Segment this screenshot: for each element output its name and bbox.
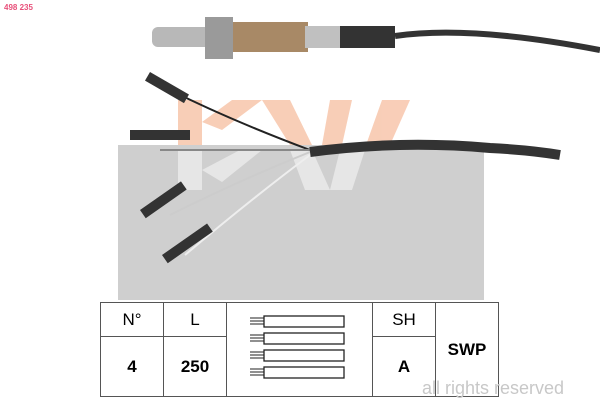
part-number: 498 235 — [4, 3, 33, 12]
value-sensor-heater: A — [372, 336, 436, 397]
header-wires: N° — [100, 302, 164, 337]
wires — [130, 72, 561, 264]
header-sensor-heater: SH — [372, 302, 436, 337]
product-image — [118, 17, 600, 300]
spec-table: N° L SH SWP 4 250 A — [100, 302, 499, 397]
value-type: SWP — [435, 302, 499, 397]
kw-logo — [178, 100, 410, 145]
value-wires: 4 — [100, 336, 164, 397]
wires-diagram — [226, 302, 373, 397]
kw-logo-lower — [178, 150, 365, 190]
four-wire-icon — [249, 315, 345, 379]
watermark: all rights reserved — [422, 378, 565, 398]
value-length: 250 — [163, 336, 227, 397]
header-length: L — [163, 302, 227, 337]
oxygen-sensor — [152, 17, 600, 59]
